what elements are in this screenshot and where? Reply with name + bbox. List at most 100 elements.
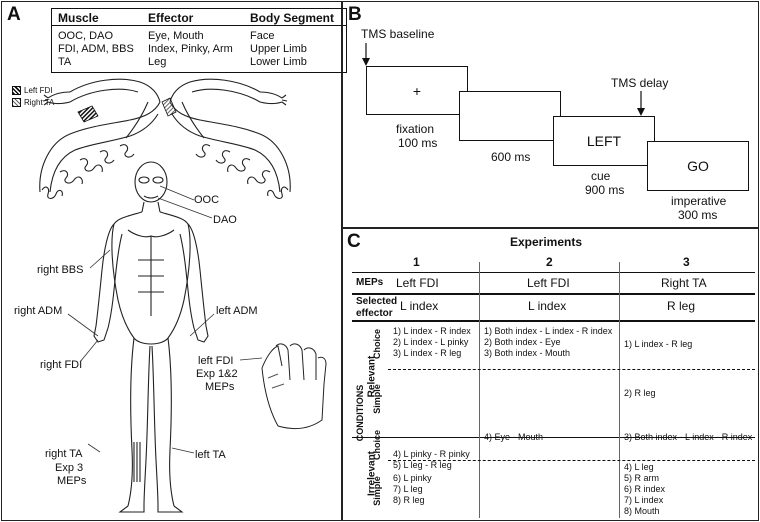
- relevant-choice-exp3: 1) L index - R leg: [624, 339, 692, 350]
- legend-label: Left FDI: [24, 86, 53, 95]
- condition-item: 7) L leg: [393, 484, 423, 494]
- relevant-choice-exp2: 1) Both index - L index - R index 2) Bot…: [484, 326, 612, 359]
- left-hand-fdi-illustration: [261, 343, 327, 429]
- condition-item: 3) Both index - L index - R index: [624, 432, 753, 442]
- hatch-light-icon: [12, 98, 21, 107]
- tms-baseline-arrow-icon: [362, 43, 370, 66]
- rule-relevant-irrelevant: [352, 437, 755, 439]
- experiment-1-header: 1: [413, 255, 420, 269]
- meps-exp1: Left FDI: [396, 276, 439, 290]
- panel-c: [342, 228, 759, 521]
- condition-item: 4) L pinky - R pinky: [393, 449, 470, 459]
- relevant-simple-label: Simple: [372, 384, 382, 414]
- panel-a: [1, 1, 342, 521]
- right-fdi-label: right FDI: [40, 359, 83, 371]
- selected-exp2: L index: [528, 299, 567, 313]
- imperative-label: imperative: [671, 194, 727, 208]
- blank-screen: [459, 91, 561, 141]
- table-row: FDI, ADM, BBS Index, Pinky, Arm Upper Li…: [52, 43, 346, 56]
- cue-label: cue: [591, 169, 611, 183]
- table-cell: OOC, DAO: [58, 29, 114, 42]
- table-row: OOC, DAO Eye, Mouth Face: [52, 30, 346, 43]
- condition-item: 8) Mouth: [624, 506, 660, 516]
- tms-delay-label: TMS delay: [611, 76, 669, 90]
- selected-exp1: L index: [400, 299, 439, 313]
- irrelevant-choice-exp1: 4) L pinky - R pinky 5) L leg - R leg: [393, 449, 470, 471]
- fixation-cross: +: [412, 82, 422, 99]
- condition-item: 5) R arm: [624, 473, 660, 483]
- col-sep-1: [479, 262, 480, 518]
- table-cell: Eye, Mouth: [148, 29, 204, 42]
- irrelevant-choice-label: Choice: [372, 430, 382, 461]
- left-fdi-cortex-region: [77, 105, 99, 123]
- cue-screen: LEFT: [553, 116, 655, 166]
- table-cell: TA: [58, 55, 72, 68]
- selected-exp3: R leg: [667, 299, 696, 313]
- cue-text: LEFT: [586, 133, 622, 149]
- dao-label: DAO: [213, 214, 237, 226]
- meps-exp2: Left FDI: [527, 276, 570, 290]
- leader-lines: [67, 185, 263, 454]
- condition-item: 3) Both index - Mouth: [484, 348, 571, 358]
- meps-exp3: Right TA: [661, 276, 707, 290]
- left-adm-label: left ADM: [216, 305, 258, 317]
- table-cell: FDI, ADM, BBS: [58, 42, 134, 55]
- right-ta-label: right TA: [45, 448, 83, 460]
- table-cell: Index, Pinky, Arm: [148, 42, 233, 55]
- fixation-screen: +: [366, 66, 468, 115]
- table-header: Muscle: [52, 11, 142, 26]
- table-header: Effector: [142, 11, 244, 26]
- condition-item: 4) Eye - Mouth: [484, 432, 544, 442]
- condition-item: 6) R index: [624, 484, 666, 494]
- left-fdi-meps-label: MEPs: [205, 381, 235, 393]
- right-adm-label: right ADM: [14, 305, 63, 317]
- relevant-choice-exp1: 1) L index - R index 2) L index - L pink…: [393, 326, 471, 359]
- hatch-dark-icon: [12, 86, 21, 95]
- experiments-title: Experiments: [510, 235, 583, 249]
- condition-item: 1) Both index - L index - R index: [484, 326, 613, 336]
- experiment-3-header: 3: [683, 255, 690, 269]
- cue-duration: 900 ms: [585, 183, 625, 197]
- irrelevant-choice-exp3: 3) Both index - L index - R index: [624, 432, 752, 443]
- left-fdi-label: left FDI: [198, 355, 234, 367]
- tms-delay-arrow-icon: [637, 91, 645, 116]
- table-cell: Leg: [148, 55, 167, 68]
- right-ta-cortex-region: [161, 97, 177, 117]
- condition-item: 8) R leg: [393, 495, 425, 505]
- experiment-2-header: 2: [546, 255, 553, 269]
- condition-item: 2) R leg: [624, 388, 656, 398]
- table-header-row: Muscle Effector Body Segment: [52, 11, 346, 26]
- legend-right-ta: Right TA: [12, 98, 54, 107]
- panel-b: [342, 1, 759, 228]
- legend-label: Right TA: [24, 98, 55, 107]
- table-row: TA Leg Lower Limb: [52, 56, 346, 69]
- left-ta-label: left TA: [195, 449, 226, 461]
- table-cell: Lower Limb: [250, 55, 307, 68]
- rule-selected: [352, 320, 755, 322]
- right-ta-meps-label: MEPs: [57, 475, 87, 487]
- condition-item: 1) L index - R leg: [624, 339, 693, 349]
- condition-item: 5) L leg - R leg: [393, 460, 452, 470]
- dash-relevant: [388, 369, 755, 370]
- condition-item: 2) Both index - Eye: [484, 337, 561, 347]
- ooc-label: OOC: [194, 194, 220, 206]
- table-header: Body Segment: [244, 11, 346, 26]
- irrelevant-simple-exp3: 4) L leg 5) R arm 6) R index 7) L index …: [624, 462, 665, 517]
- fixation-label: fixation: [396, 122, 435, 136]
- tms-baseline-label: TMS baseline: [361, 27, 435, 41]
- panel-b-label: B: [348, 4, 362, 25]
- legend-left-fdi: Left FDI: [12, 86, 52, 95]
- left-fdi-exp-label: Exp 1&2: [196, 368, 238, 380]
- go-text: GO: [687, 158, 709, 174]
- condition-item: 2) L index - L pinky: [393, 337, 469, 347]
- panel-c-label: C: [347, 231, 361, 252]
- condition-item: 4) L leg: [624, 462, 654, 472]
- irrelevant-choice-exp2: 4) Eye - Mouth: [484, 432, 543, 443]
- gap-duration: 600 ms: [491, 150, 531, 164]
- rule-meps: [352, 293, 755, 295]
- col-sep-2: [619, 262, 620, 518]
- imperative-duration: 300 ms: [678, 208, 718, 222]
- dash-irrelevant: [388, 460, 755, 461]
- relevant-simple-exp3: 2) R leg: [624, 388, 656, 399]
- selected-row-label-1: Selected: [356, 296, 398, 307]
